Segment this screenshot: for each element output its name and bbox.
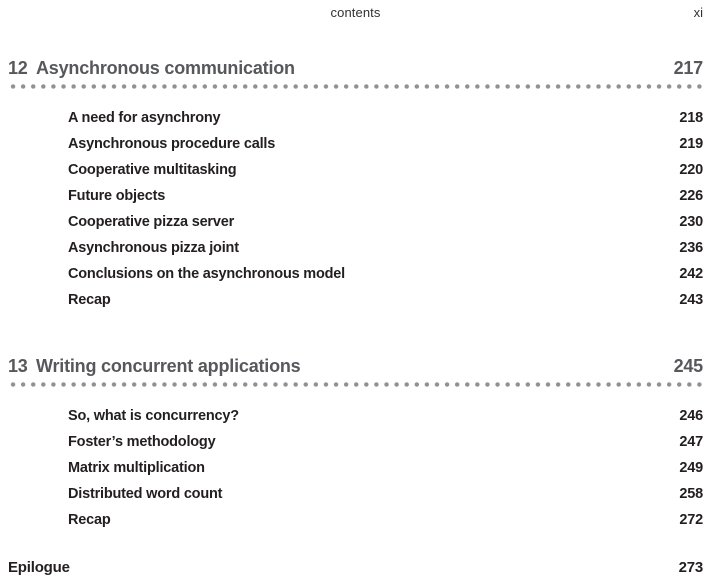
- chapter-section: 13 Writing concurrent applications 245 S…: [8, 354, 703, 533]
- toc-entry-row: Cooperative pizza server 230: [8, 209, 703, 235]
- toc-entry-row: Recap 272: [8, 507, 703, 533]
- chapter-entries: A need for asynchrony 218 Asynchronous p…: [8, 105, 703, 313]
- running-header: contents xi: [8, 4, 703, 22]
- back-matter-row: Epilogue 273: [8, 555, 703, 581]
- chapter-entries: So, what is concurrency? 246 Foster’s me…: [8, 403, 703, 533]
- chapter-number: 12: [8, 58, 28, 78]
- page-folio: xi: [693, 5, 703, 20]
- toc-entry-row: Asynchronous procedure calls 219: [8, 131, 703, 157]
- chapter-title: Writing concurrent applications: [36, 356, 301, 376]
- chapter-page-number: 245: [673, 356, 704, 376]
- toc-entry-title: A need for asynchrony: [68, 110, 221, 126]
- toc-entry-title: Foster’s methodology: [68, 434, 216, 450]
- toc-entry-title: Asynchronous procedure calls: [68, 136, 276, 152]
- back-matter-title: Epilogue: [8, 559, 70, 576]
- running-header-title: contents: [330, 5, 381, 20]
- toc-entry-page-number: 246: [679, 408, 703, 424]
- toc-entry-row: So, what is concurrency? 246: [8, 403, 703, 429]
- toc-entry-row: Foster’s methodology 247: [8, 429, 703, 455]
- chapter-section: 12 Asynchronous communication 217 A need…: [8, 56, 703, 313]
- chapter-page-number: 217: [673, 58, 704, 78]
- toc-entry-title: Matrix multiplication: [68, 460, 205, 476]
- back-matter-page-number: 273: [678, 559, 704, 576]
- toc-entry-title: Asynchronous pizza joint: [68, 240, 239, 256]
- toc-entry-page-number: 236: [679, 240, 703, 256]
- dotted-rule: [8, 380, 703, 389]
- toc-entry-title: Conclusions on the asynchronous model: [68, 266, 345, 282]
- toc-entry-title: Recap: [68, 292, 111, 308]
- toc-entry-title: Cooperative pizza server: [68, 214, 235, 230]
- table-of-contents: 12 Asynchronous communication 217 A need…: [8, 56, 703, 533]
- toc-entry-row: Future objects 226: [8, 183, 703, 209]
- toc-entry-page-number: 249: [679, 460, 703, 476]
- toc-entry-page-number: 219: [679, 136, 703, 152]
- toc-entry-row: Asynchronous pizza joint 236: [8, 235, 703, 261]
- toc-entry-page-number: 272: [679, 512, 703, 528]
- toc-entry-page-number: 242: [679, 266, 703, 282]
- chapter-heading-row: 12 Asynchronous communication 217: [8, 56, 703, 80]
- toc-entry-row: Matrix multiplication 249: [8, 455, 703, 481]
- toc-entry-title: Distributed word count: [68, 486, 223, 502]
- back-matter-list: Epilogue 273: [8, 555, 703, 581]
- toc-entry-row: Recap 243: [8, 287, 703, 313]
- toc-entry-title: Cooperative multitasking: [68, 162, 237, 178]
- toc-entry-page-number: 258: [679, 486, 703, 502]
- toc-entry-row: A need for asynchrony 218: [8, 105, 703, 131]
- toc-entry-page-number: 247: [679, 434, 703, 450]
- toc-entry-page-number: 218: [679, 110, 703, 126]
- toc-entry-page-number: 220: [679, 162, 703, 178]
- toc-entry-row: Conclusions on the asynchronous model 24…: [8, 261, 703, 287]
- toc-entry-title: So, what is concurrency?: [68, 408, 239, 424]
- chapter-heading-row: 13 Writing concurrent applications 245: [8, 354, 703, 378]
- toc-entry-title: Future objects: [68, 188, 166, 204]
- chapter-number: 13: [8, 356, 28, 376]
- toc-entry-page-number: 230: [679, 214, 703, 230]
- chapter-title: Asynchronous communication: [36, 58, 295, 78]
- toc-entry-page-number: 226: [679, 188, 703, 204]
- toc-entry-title: Recap: [68, 512, 111, 528]
- toc-entry-row: Cooperative multitasking 220: [8, 157, 703, 183]
- dotted-rule: [8, 82, 703, 91]
- toc-entry-page-number: 243: [679, 292, 703, 308]
- toc-entry-row: Distributed word count 258: [8, 481, 703, 507]
